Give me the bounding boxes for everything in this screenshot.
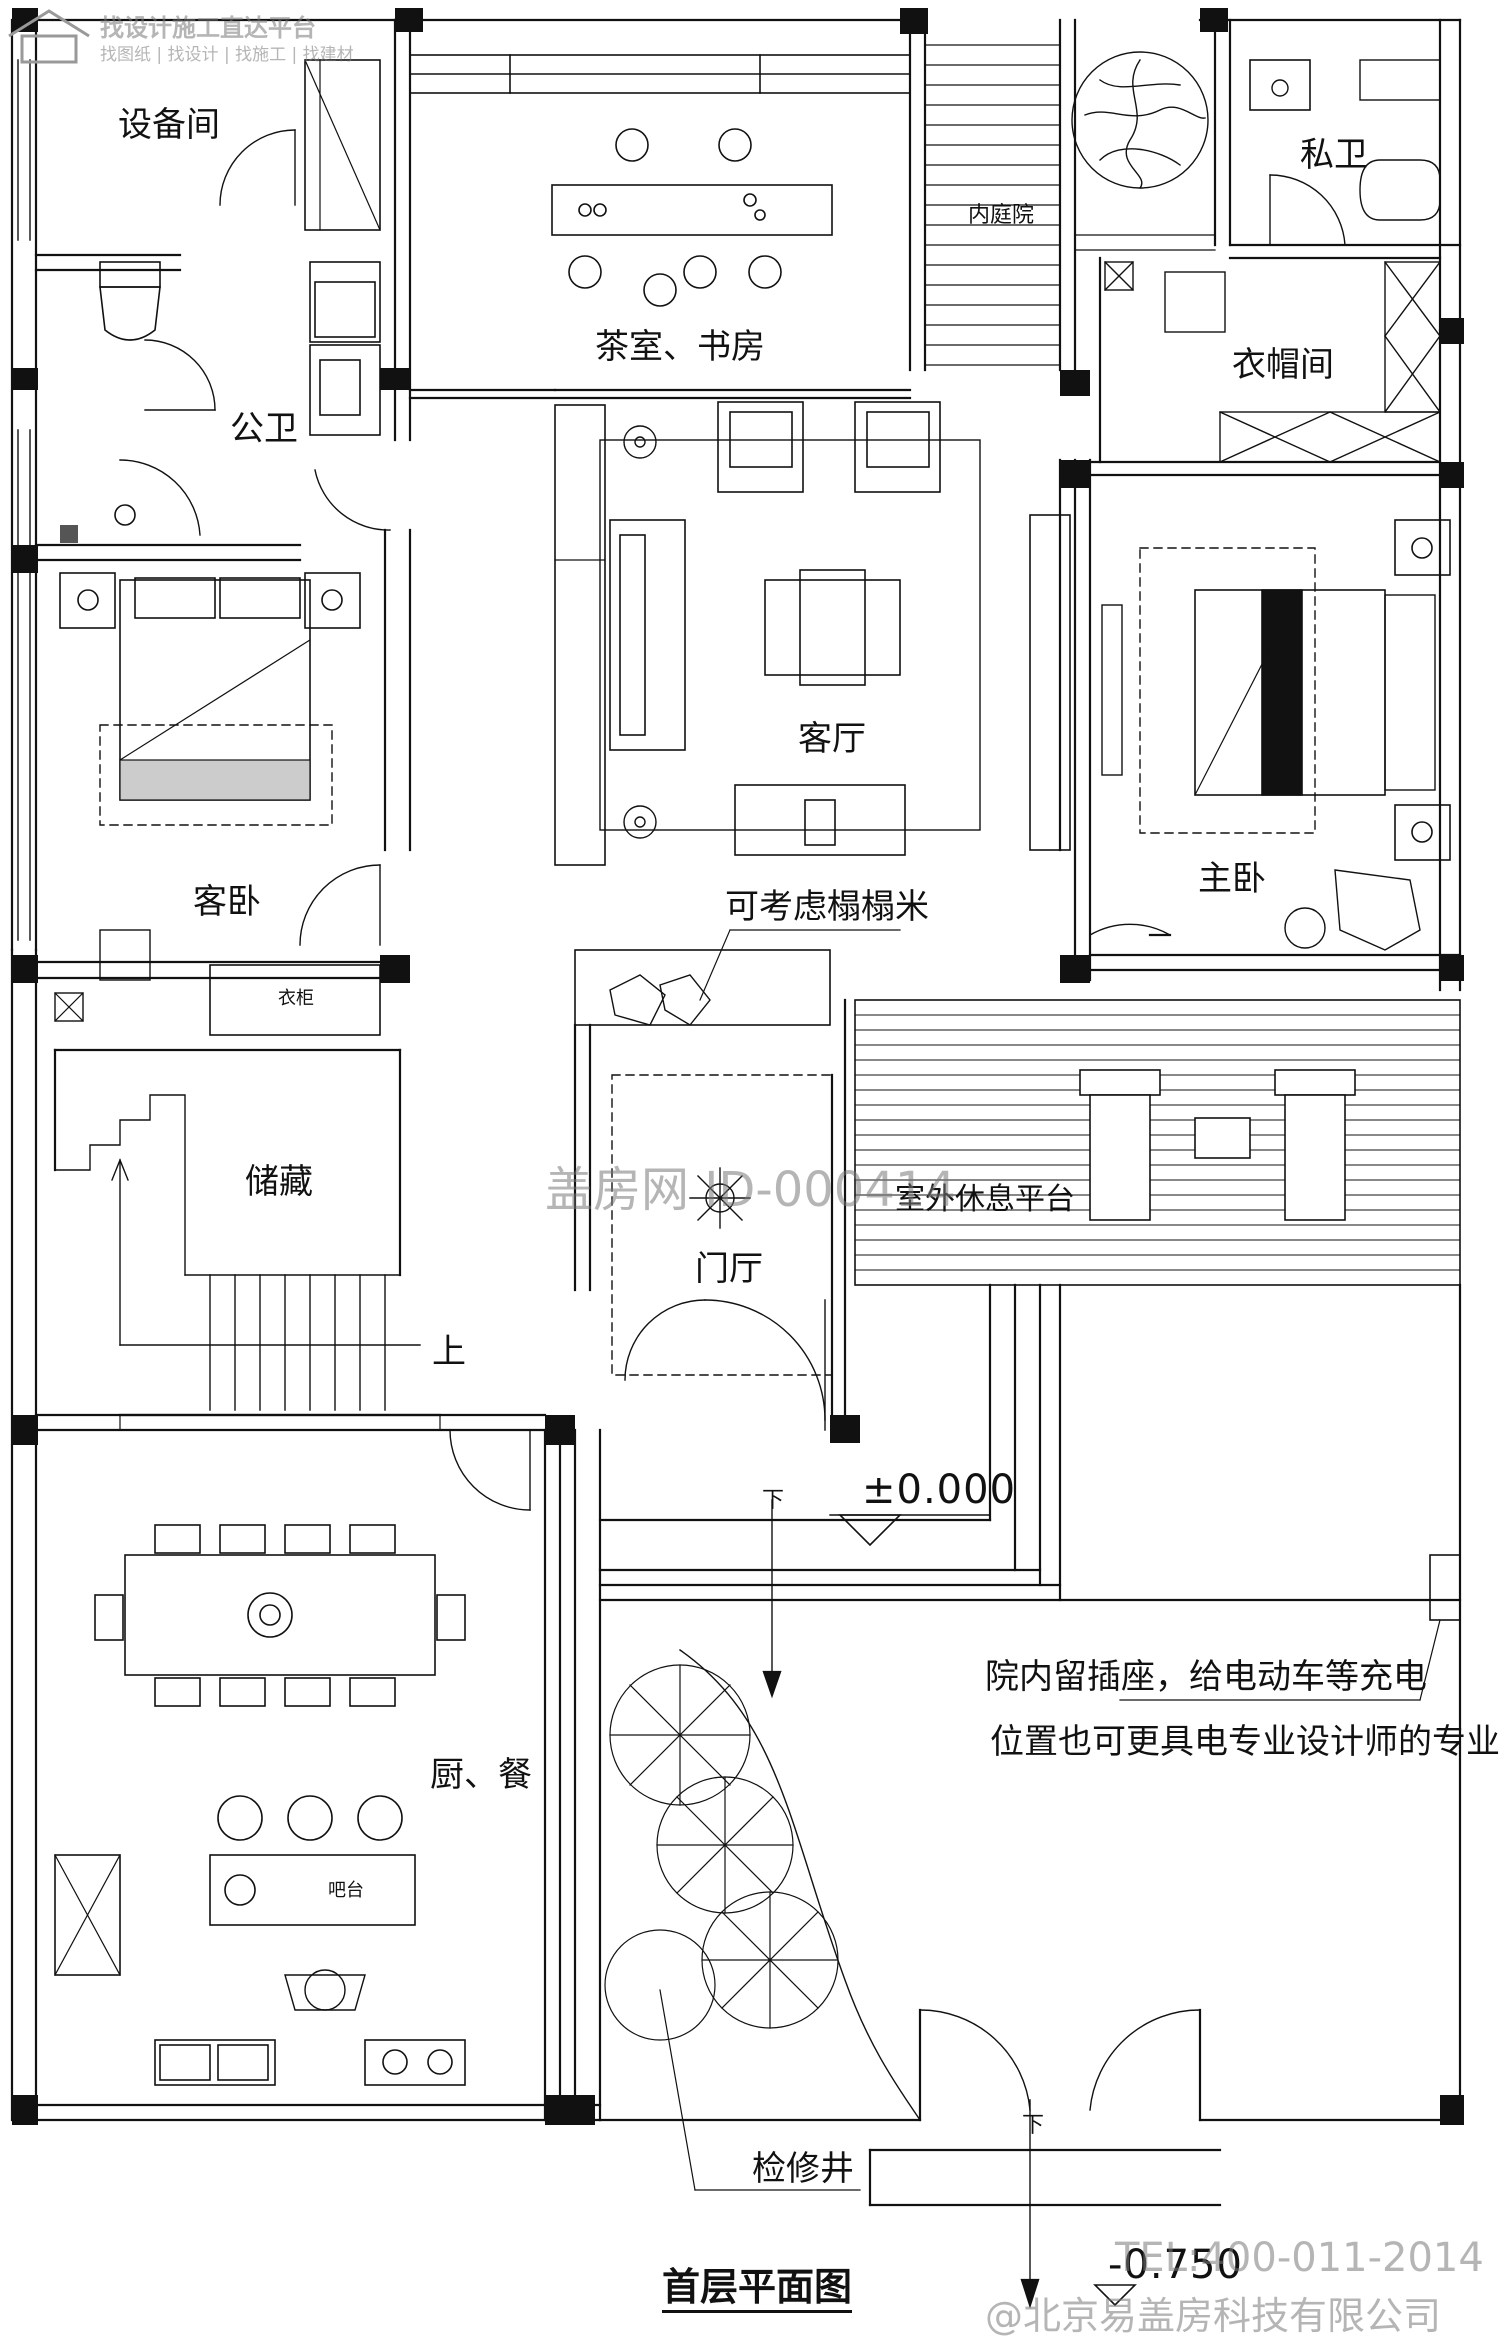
watermark-center: 盖房网 ID-000414 — [545, 1162, 956, 1218]
note-tatami: 可考虑榻榻米 — [725, 887, 929, 927]
label-foyer: 门厅 — [695, 1249, 763, 1289]
brand-header-links: 找图纸 | 找设计 | 找施工 | 找建材 — [100, 45, 354, 65]
label-living-room: 客厅 — [798, 719, 866, 759]
watermark-contact: TEL:400-011-2014 — [1115, 2235, 1484, 2281]
kitchen-sink-icon — [154, 2039, 276, 2086]
courtyard-tree-icon — [1071, 51, 1209, 189]
note-down-arrow: 下 — [762, 1488, 785, 1513]
elevation-zero: ±0.000 — [862, 1467, 1017, 1513]
note-charging-1: 院内留插座，给电动车等充电 — [985, 1657, 1427, 1697]
sofa-icon — [609, 519, 686, 751]
garden-trees-icon — [604, 1664, 839, 2041]
outer-wall-top — [34, 18, 1462, 332]
tatami-pillows-icon — [609, 974, 711, 1026]
label-storage: 储藏 — [245, 1162, 313, 1202]
master-bed-icon — [1139, 519, 1451, 861]
note-down-arrow-gate: 下 — [1022, 2113, 1045, 2138]
bar-counter-icon — [209, 1795, 416, 1926]
watermark-company: @北京易盖房科技有限公司 — [985, 2294, 1442, 2338]
note-charging-2: 位置也可更具电专业设计师的专业来定 — [990, 1722, 1500, 1762]
tv-console-icon — [734, 784, 906, 856]
armchair-left-icon — [717, 401, 804, 493]
coffee-table-icon — [764, 569, 901, 686]
stove-icon — [364, 2039, 466, 2086]
label-bar-counter: 吧台 — [328, 1880, 364, 1901]
brand-logo-icon — [8, 9, 90, 64]
dining-table-icon — [94, 1524, 466, 1707]
structural-columns — [12, 8, 1464, 2125]
label-tea-study: 茶室、书房 — [595, 327, 765, 367]
brand-header-top: 找设计施工直达平台 — [100, 14, 316, 42]
label-private-bath: 私卫 — [1300, 135, 1368, 175]
deck-loungers-icon — [1079, 1069, 1356, 1221]
lounge-chair-icon — [1284, 869, 1421, 951]
chef-figure-icon — [284, 1969, 366, 2011]
label-closet: 衣帽间 — [1232, 345, 1334, 385]
label-master-bedroom: 主卧 — [1198, 859, 1266, 899]
foyer-light-icon — [689, 1167, 751, 1229]
guest-bed-icon — [59, 572, 361, 826]
staircase-icon — [54, 1094, 421, 1411]
label-guest-bedroom: 客卧 — [193, 882, 261, 922]
label-inner-courtyard: 内庭院 — [968, 203, 1035, 228]
label-inspection-well: 检修井 — [752, 2149, 854, 2189]
outer-wall-left — [10, 18, 38, 2122]
label-kitchen-dining: 厨、餐 — [430, 1755, 532, 1795]
elevation-minus: -0.750 — [1108, 2242, 1243, 2288]
label-outdoor-deck: 室外休息平台 — [895, 1182, 1075, 1217]
label-public-bath: 公卫 — [230, 409, 298, 449]
armchair-right-icon — [854, 401, 941, 493]
tea-table-icon — [551, 128, 833, 307]
note-stairs-up: 上 — [432, 1332, 466, 1372]
drawing-title: 首层平面图 — [662, 2268, 853, 2313]
public-toilet-icon — [99, 261, 161, 341]
label-wardrobe: 衣柜 — [278, 988, 314, 1009]
label-equipment-room: 设备间 — [118, 105, 220, 145]
